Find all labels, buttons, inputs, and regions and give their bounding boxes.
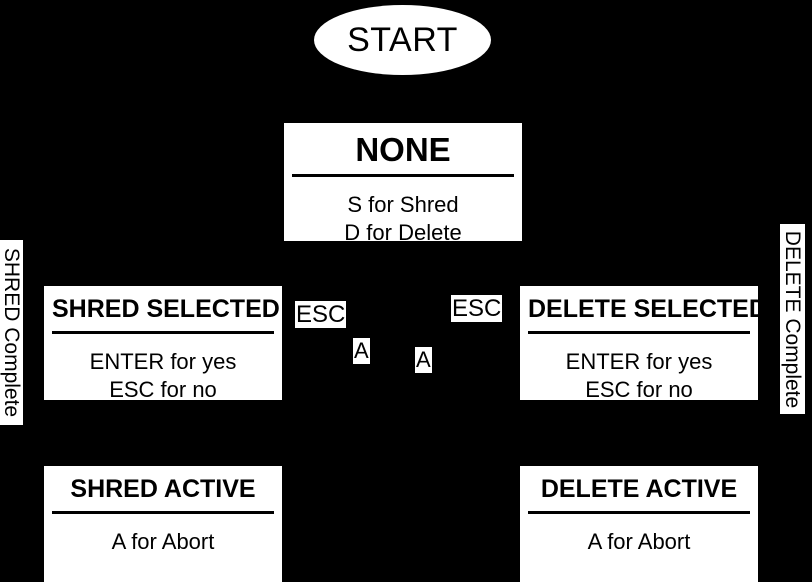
state-body-none: S for Shred D for Delete — [284, 177, 522, 247]
state-line: D for Delete — [344, 220, 462, 245]
state-node-none[interactable]: NONE S for Shred D for Delete — [284, 123, 522, 245]
state-line: A for Abort — [587, 529, 691, 554]
state-body-shred-selected: ENTER for yes ESC for no — [44, 334, 282, 404]
state-title-delete-selected: DELETE SELECTED — [528, 286, 767, 334]
start-node-label: START — [347, 21, 458, 59]
state-node-delete-selected[interactable]: DELETE SELECTED ENTER for yes ESC for no — [520, 286, 767, 402]
edge-label-delete-complete-text: DELETE Complete — [781, 230, 804, 408]
edge-label-esc-left: ESC — [295, 301, 347, 328]
state-body-delete-active: A for Abort — [520, 514, 758, 582]
edge-label-a-right: A — [415, 347, 432, 373]
edge-label-esc-right: ESC — [451, 295, 503, 322]
state-body-delete-selected: ENTER for yes ESC for no — [520, 334, 758, 404]
state-title-none: NONE — [292, 123, 514, 177]
state-node-shred-active[interactable]: SHRED ACTIVE A for Abort — [44, 466, 282, 582]
state-title-shred-active: SHRED ACTIVE — [52, 466, 274, 514]
state-line: ESC for no — [109, 377, 217, 402]
state-body-shred-active: A for Abort — [44, 514, 282, 582]
state-line: S for Shred — [347, 192, 459, 217]
state-title-delete-active: DELETE ACTIVE — [528, 466, 750, 514]
state-line: ENTER for yes — [89, 349, 237, 374]
state-line: A for Abort — [111, 529, 215, 554]
state-node-delete-active[interactable]: DELETE ACTIVE A for Abort — [520, 466, 758, 582]
edge-label-delete-complete: DELETE Complete — [780, 224, 805, 414]
start-node[interactable]: START — [314, 5, 491, 75]
state-title-shred-selected: SHRED SELECTED — [52, 286, 280, 334]
state-line: ESC for no — [585, 377, 693, 402]
edge-label-shred-complete: SHRED Complete — [0, 240, 23, 425]
state-node-shred-selected[interactable]: SHRED SELECTED ENTER for yes ESC for no — [44, 286, 282, 402]
edge-label-a-left: A — [353, 338, 370, 364]
edge-label-shred-complete-text: SHRED Complete — [0, 247, 24, 418]
state-line: ENTER for yes — [565, 349, 713, 374]
